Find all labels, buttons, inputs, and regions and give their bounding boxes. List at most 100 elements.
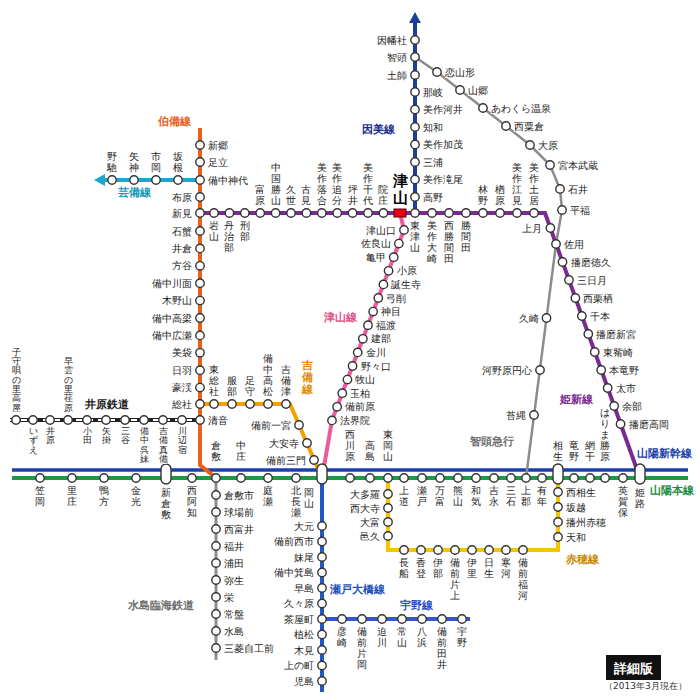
station-dot	[264, 474, 272, 482]
station-dot	[36, 474, 44, 482]
station-dot	[411, 140, 419, 148]
line-name: 芸備線	[118, 187, 151, 199]
station-name: 誕生寺	[391, 279, 421, 290]
station-dot	[246, 400, 254, 408]
station-name: 美作千代	[363, 162, 373, 206]
station-name: 勝間田	[461, 220, 471, 253]
station-dot	[479, 104, 487, 112]
station-dot	[12, 416, 20, 424]
line-name: 因美線	[362, 124, 395, 136]
station-dot	[558, 258, 566, 266]
station-name: 宇野	[457, 626, 467, 648]
station-name: 大富	[360, 517, 380, 528]
station-name: 因幡社	[377, 35, 407, 46]
station-dot	[318, 584, 326, 592]
station-dot	[384, 504, 392, 512]
station-dot	[411, 36, 419, 44]
station-dot	[434, 546, 442, 554]
station-dot	[210, 209, 218, 217]
station-name: 富原	[255, 184, 265, 206]
station-dot	[538, 474, 546, 482]
station-dot	[212, 610, 220, 618]
chizu-line	[415, 57, 562, 478]
station-dot	[83, 416, 91, 424]
station-name: 牧山	[355, 374, 375, 385]
station-name: 上月	[522, 223, 542, 234]
station-dot	[384, 490, 392, 498]
station-dot	[519, 546, 527, 554]
station-dot	[174, 176, 182, 184]
station-dot	[584, 330, 592, 338]
station-name: 有年	[537, 485, 547, 507]
station-dot	[490, 474, 498, 482]
station-name: 備前田井	[437, 626, 447, 670]
station-dot	[237, 474, 245, 482]
station-dot	[333, 209, 341, 217]
line-name: 井原鉄道	[85, 399, 129, 411]
station-name: 瀬戸	[417, 485, 427, 507]
station-name: 金光	[131, 485, 141, 507]
station-name: 苔縄	[506, 410, 526, 421]
station-dot	[68, 474, 76, 482]
station-dot	[271, 209, 279, 217]
station-dot	[196, 262, 204, 270]
station-name: 浦田	[224, 558, 244, 569]
station-dot	[212, 593, 220, 601]
station-dot	[358, 615, 366, 623]
station-name: 西阿知	[187, 485, 197, 518]
station-name: 西勝間田	[444, 220, 454, 264]
station-name: 平福	[570, 205, 590, 216]
station-dot	[552, 240, 560, 248]
station-dot	[196, 314, 204, 322]
station-name: 智頭	[387, 52, 407, 63]
station-name: 亀甲	[366, 252, 386, 263]
station-dot	[318, 537, 326, 545]
station-name: 常盤	[224, 609, 244, 620]
station-name: 東津山	[410, 220, 420, 253]
line-arrow	[409, 12, 421, 23]
station-dot	[196, 141, 204, 149]
station-dot	[178, 416, 186, 424]
station-name: 川辺宿	[178, 427, 187, 455]
station-name: 久崎	[519, 313, 539, 324]
station-dot	[479, 209, 487, 217]
station-name: 佐良山	[361, 238, 391, 249]
station-dot	[530, 411, 538, 419]
station-name: 西相生	[566, 487, 596, 498]
station-name: 矢神	[129, 151, 139, 173]
station-dot	[553, 464, 563, 484]
station-dot	[597, 366, 605, 374]
station-name: 美作大崎	[427, 220, 437, 264]
station-name: 吉備津	[281, 364, 291, 397]
station-dot	[411, 53, 419, 61]
station-name: 小原	[397, 265, 417, 276]
station-dot	[343, 375, 351, 383]
station-dot	[366, 474, 374, 482]
station-name: 布原	[172, 192, 192, 203]
station-name: 伊部	[433, 557, 443, 579]
station-name: 上道	[399, 485, 409, 507]
station-dot	[438, 615, 446, 623]
station-dot	[196, 296, 204, 304]
station-dot	[554, 488, 562, 496]
station-name: 和気	[471, 485, 481, 507]
station-dot	[64, 416, 72, 424]
station-name: 野々口	[361, 361, 391, 372]
station-dot	[102, 416, 110, 424]
line-name: 山陽本線	[650, 485, 694, 497]
line-name: 姫新線	[560, 394, 593, 406]
station-name: 方谷	[172, 260, 192, 271]
station-name: 備前福河	[518, 557, 528, 601]
station-name: 茶屋町	[284, 614, 314, 625]
station-name: 余部	[622, 401, 642, 412]
station-dot	[411, 193, 419, 201]
station-name: 児島	[294, 676, 314, 687]
station-name: 法界院	[340, 415, 370, 426]
station-dot	[328, 416, 336, 424]
station-dot	[140, 416, 148, 424]
station-dot	[394, 209, 406, 217]
station-dot	[586, 474, 594, 482]
station-dot	[418, 615, 426, 623]
station-name: 井倉	[172, 243, 192, 254]
station-name: 木野山	[162, 295, 192, 306]
